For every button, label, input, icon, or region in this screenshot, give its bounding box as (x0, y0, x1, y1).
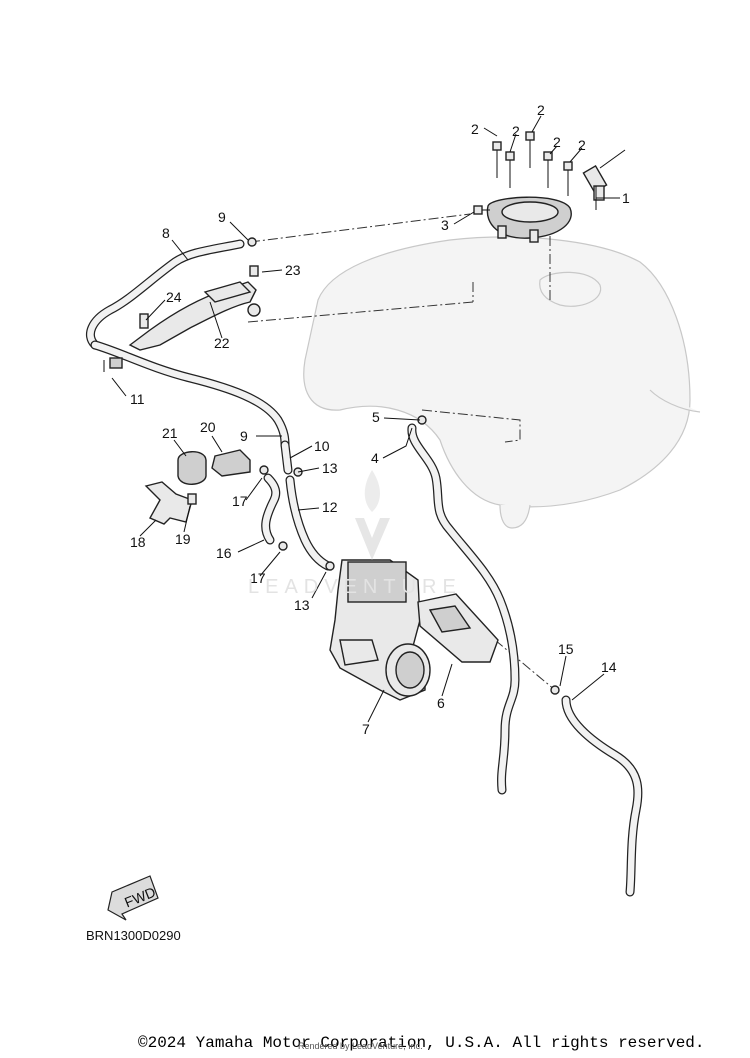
callout-11: 11 (130, 391, 145, 407)
hose-8 (86, 237, 257, 350)
callout-18: 18 (130, 534, 146, 550)
reference-lines (247, 213, 556, 691)
callout-2: 2 (512, 123, 520, 139)
canister-7 (329, 559, 431, 701)
callout-22: 22 (214, 335, 230, 351)
clamp-parts (144, 449, 269, 525)
callout-9: 9 (218, 209, 226, 225)
watermark-logo (355, 470, 390, 560)
copyright-notice: ©2024 Yamaha Motor Corporation, U.S.A. A… (138, 1034, 705, 1052)
callout-2: 2 (471, 121, 479, 137)
hose-4 (407, 415, 520, 795)
callout-16: 16 (216, 545, 232, 561)
watermark-text: LEADVENTURE (248, 576, 462, 598)
callout-9: 9 (240, 428, 248, 444)
callout-12: 12 (322, 499, 338, 515)
callout-19: 19 (175, 531, 191, 547)
callout-24: 24 (166, 289, 182, 305)
pump-connector (582, 149, 626, 201)
callout-7: 7 (362, 721, 370, 737)
callout-6: 6 (437, 695, 445, 711)
callout-1: 1 (622, 190, 630, 206)
hose-14 (550, 685, 643, 897)
callout-15: 15 (558, 641, 574, 657)
callout-13: 13 (294, 597, 310, 613)
screw-set (473, 131, 573, 215)
callout-2: 2 (537, 102, 545, 118)
fwd-arrow: FWD (107, 875, 159, 921)
callout-2: 2 (578, 137, 586, 153)
callout-labels: 1 2 2 2 2 2 3 4 5 6 7 8 9 9 10 11 12 13 … (130, 102, 630, 737)
fuel-tank (303, 236, 701, 529)
cover-6 (417, 593, 499, 663)
callout-10: 10 (314, 438, 330, 454)
callout-21: 21 (162, 425, 178, 441)
callout-3: 3 (441, 217, 449, 233)
callout-14: 14 (601, 659, 617, 675)
diagram-code: BRN1300D0290 (86, 928, 181, 943)
callout-8: 8 (162, 225, 170, 241)
callout-13: 13 (322, 460, 338, 476)
callout-5: 5 (372, 409, 380, 425)
callout-17: 17 (250, 570, 266, 586)
hose-11 (90, 340, 290, 450)
bracket-22 (128, 265, 261, 351)
callout-4: 4 (371, 450, 379, 466)
callout-17: 17 (232, 493, 248, 509)
rendered-by-notice: Rendered by LeadVenture, Inc. (298, 1041, 423, 1051)
hoses-10-12-16 (261, 440, 335, 571)
leader-lines (103, 115, 620, 723)
callout-23: 23 (285, 262, 301, 278)
fuel-pump-assembly (473, 131, 626, 243)
callout-2: 2 (553, 134, 561, 150)
callout-20: 20 (200, 419, 216, 435)
